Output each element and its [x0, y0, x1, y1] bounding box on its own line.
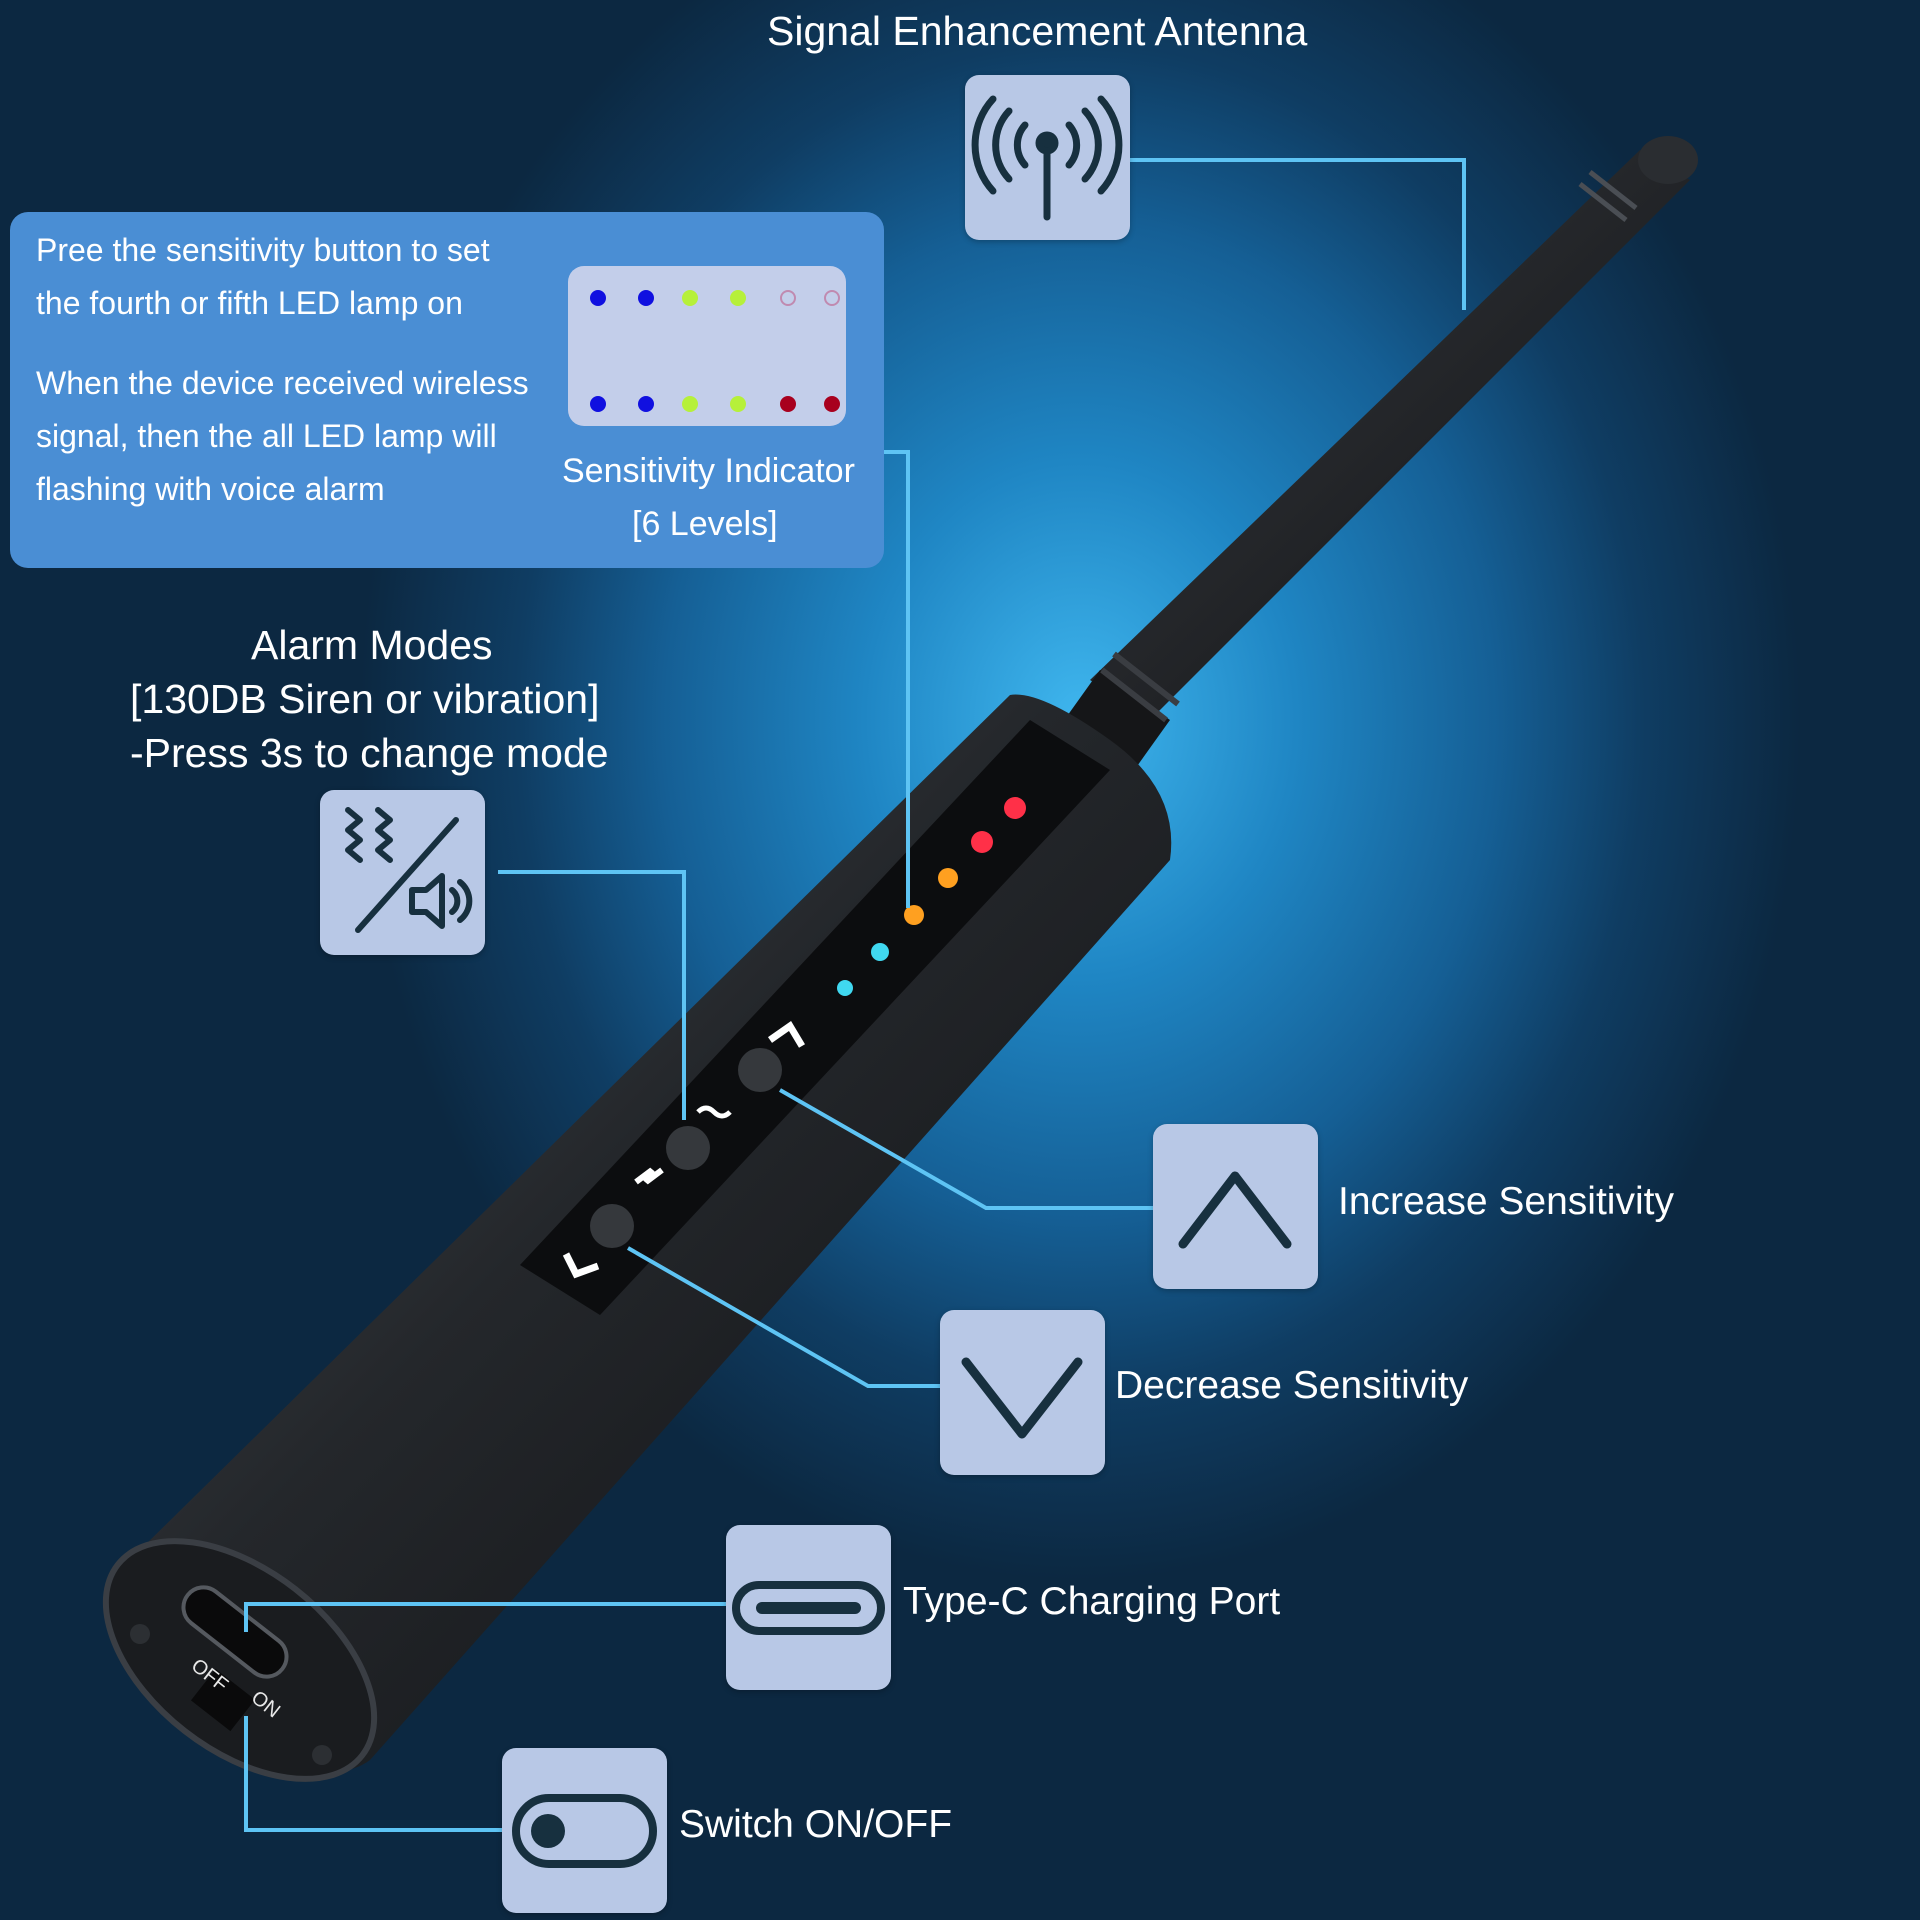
device-vibrate-icon [634, 1167, 664, 1185]
device-led [938, 868, 958, 888]
alarm-modes-subtitle: [130DB Siren or vibration] [130, 676, 600, 722]
antenna-icon-box [965, 75, 1130, 240]
increase-leader [779, 1088, 1153, 1210]
switch-label: Switch ON/OFF [679, 1803, 953, 1846]
led-indicator-card [568, 266, 846, 426]
led-dot-bottom [780, 396, 796, 412]
typec-leader [244, 1602, 726, 1632]
switch-leader [244, 1716, 502, 1832]
chevron-down-icon [961, 1357, 1083, 1439]
device-led [971, 831, 993, 853]
usb-c-icon [732, 1581, 885, 1635]
device-buttons [562, 1020, 806, 1279]
sensitivity-levels-label: [6 Levels] [632, 505, 778, 543]
device-down-arrow-icon [562, 1252, 600, 1279]
device-led [1004, 797, 1026, 819]
device-led-strip [837, 797, 1026, 996]
led-dot-bottom [682, 396, 698, 412]
info-line-2: the fourth or fifth LED lamp on [36, 285, 463, 321]
device-increase-button [738, 1048, 782, 1092]
decrease-leader [627, 1246, 940, 1388]
device-sound-icon [696, 1105, 732, 1119]
alarm-modes-title: Alarm Modes [251, 622, 493, 668]
info-line-4: signal, then the all LED lamp will [36, 418, 497, 454]
antenna-label: Signal Enhancement Antenna [767, 8, 1308, 54]
led-dot-top [638, 290, 654, 306]
led-dot-top [780, 290, 796, 306]
led-dot-bottom [730, 396, 746, 412]
info-line-1: Pree the sensitivity button to set [36, 232, 490, 268]
device-led [837, 980, 853, 996]
typec-icon-box [726, 1525, 891, 1690]
sensitivity-leader [884, 450, 910, 908]
led-dot-top [590, 290, 606, 306]
led-dot-bottom [638, 396, 654, 412]
decrease-sensitivity-icon-box [940, 1310, 1105, 1475]
typec-label: Type-C Charging Port [903, 1580, 1281, 1623]
alarm-leader [498, 870, 686, 1120]
led-dot-bottom [824, 396, 840, 412]
chevron-up-icon [1178, 1171, 1292, 1249]
increase-sensitivity-label: Increase Sensitivity [1338, 1180, 1674, 1223]
led-dot-top [730, 290, 746, 306]
sensitivity-indicator-title: Sensitivity Indicator [562, 452, 855, 490]
switch-icon-box [502, 1748, 667, 1913]
device-led [871, 943, 889, 961]
led-dot-bottom [590, 396, 606, 412]
device-mode-button [666, 1126, 710, 1170]
antenna-icon [971, 95, 1123, 221]
device-decrease-button [590, 1204, 634, 1248]
info-line-3: When the device received wireless [36, 365, 529, 401]
device-up-arrow-icon [767, 1020, 806, 1048]
antenna-leader [1130, 158, 1466, 310]
alarm-modes-instruction: -Press 3s to change mode [130, 730, 609, 776]
led-dot-top [682, 290, 698, 306]
toggle-switch-icon [512, 1794, 657, 1868]
decrease-sensitivity-label: Decrease Sensitivity [1115, 1364, 1469, 1407]
increase-sensitivity-icon-box [1153, 1124, 1318, 1289]
info-line-5: flashing with voice alarm [36, 471, 385, 507]
device-led [904, 905, 924, 925]
alarm-mode-icon-box [320, 790, 485, 955]
vibration-mute-icon [345, 807, 473, 933]
led-dot-top [824, 290, 840, 306]
device-body: OFF ON [102, 694, 1172, 1782]
